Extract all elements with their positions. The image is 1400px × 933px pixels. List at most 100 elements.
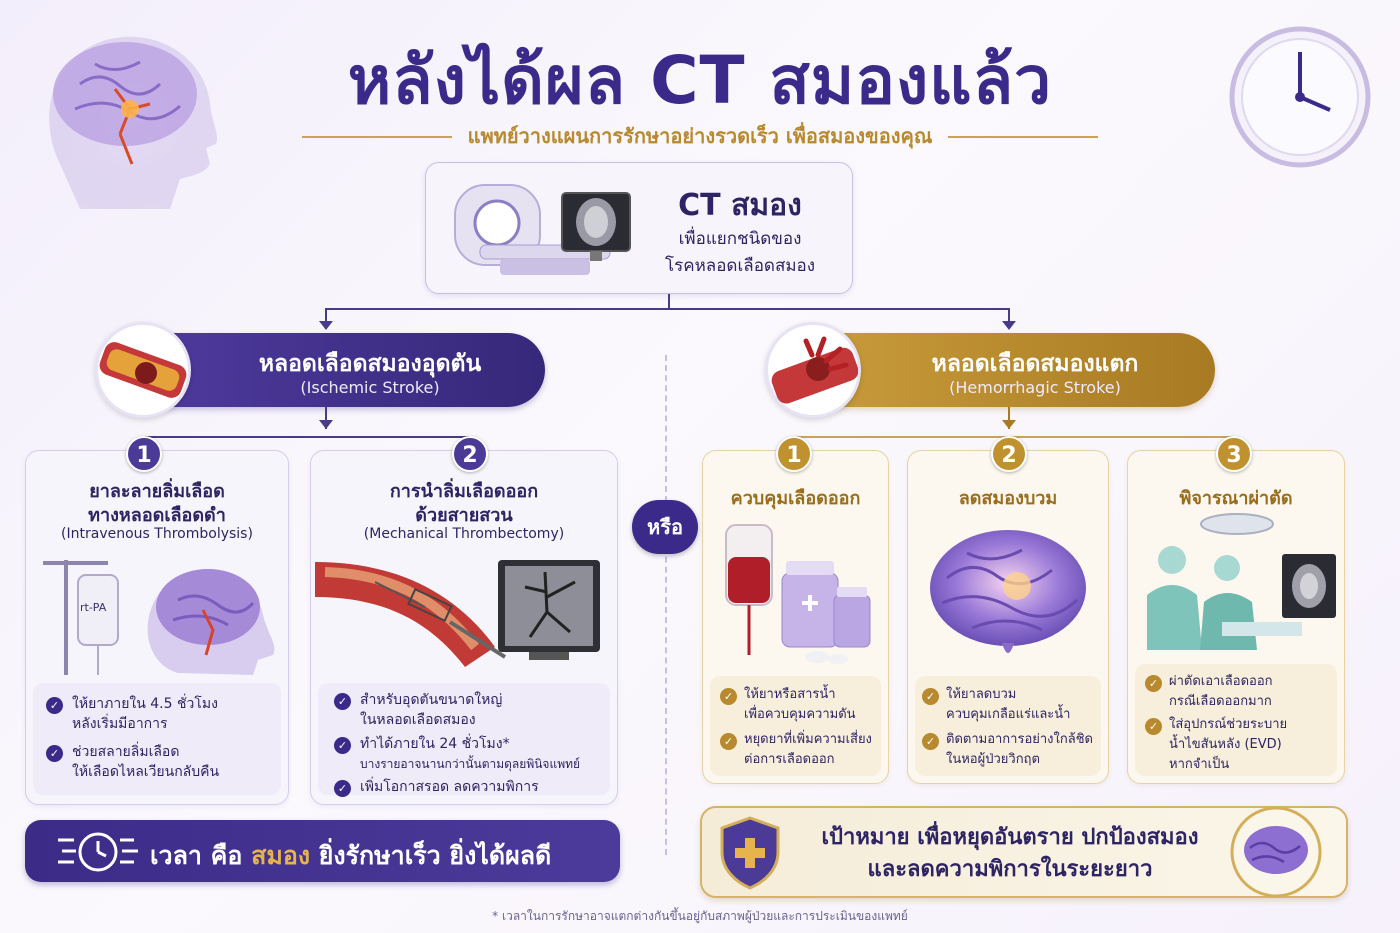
step-number: 2 [991, 436, 1027, 472]
page-title: หลังได้ผล CT สมองแล้ว [347, 42, 1053, 119]
bullet-text: ให้ยาภายใน 4.5 ชั่วโมง หลังเริ่มมีอาการ [72, 694, 218, 734]
bullet-line: ควบคุมเกลือแร่และน้ำ [946, 707, 1071, 722]
thrombectomy-title: การนำลิ่มเลือดออก ด้วยสายสวน [310, 480, 618, 528]
ruptured-vessel-icon [765, 322, 861, 418]
bullet-text: เพิ่มโอกาสรอด ลดความพิการ [360, 779, 539, 795]
arrow-down-icon [1002, 420, 1016, 429]
card-title-line: ด้วยสายสวน [415, 505, 513, 526]
step-number: 1 [776, 436, 812, 472]
connector [325, 407, 327, 429]
card-title-line: ทางหลอดเลือดดำ [88, 505, 226, 526]
bullet-text: ทำได้ภายใน 24 ชั่วโมง* บางรายอาจนานกว่าน… [360, 734, 580, 774]
bullet-line: ใส่อุปกรณ์ช่วยระบาย [1169, 717, 1288, 732]
check-icon: ✓ [334, 780, 351, 797]
banner-text-part: ยิ่งรักษาเร็ว ยิ่งได้ผลดี [310, 841, 552, 870]
goal-line: และลดความพิการในระยะยาว [867, 857, 1153, 882]
time-is-brain-text: เวลา คือ สมอง ยิ่งรักษาเร็ว ยิ่งได้ผลดี [150, 836, 610, 876]
ischemic-header [150, 333, 545, 407]
bullet-text: ช่วยสลายลิ่มเลือด ให้เลือดไหลเวียนกลับคื… [72, 742, 219, 782]
brain-head-illustration [20, 14, 230, 214]
goal-text: เป้าหมาย เพื่อหยุดอันตราย ปกป้องสมอง และ… [790, 822, 1230, 886]
bullet-text: ติดตามอาการอย่างใกล้ชิด ในหอผู้ป่วยวิกฤต [946, 730, 1093, 770]
brain-swelling-bullets [915, 676, 1101, 776]
bullet-line: สำหรับอุดตันขนาดใหญ่ [360, 692, 503, 708]
check-icon: ✓ [720, 733, 737, 750]
step-number: 3 [1216, 436, 1252, 472]
step-number: 2 [452, 436, 488, 472]
surgery-title: พิจารณาผ่าตัด [1179, 488, 1293, 509]
bullet-line: หลังเริ่มมีอาการ [72, 716, 168, 732]
check-icon: ✓ [922, 733, 939, 750]
connector [145, 436, 470, 438]
ct-description: เพื่อแยกชนิดของ โรคหลอดเลือดสมอง [640, 226, 840, 280]
check-icon: ✓ [1145, 718, 1162, 735]
ischemic-subtitle: (Ischemic Stroke) [300, 378, 440, 397]
iv-bag-illustration [38, 555, 288, 677]
arrow-down-icon [319, 321, 333, 330]
arrow-down-icon [319, 420, 333, 429]
shield-icon [718, 816, 782, 890]
surgery-bullets [1135, 664, 1337, 776]
bleeding-control-title: ควบคุมเลือดออก [730, 488, 861, 509]
section-divider [665, 355, 667, 855]
bullet-line: ให้เลือดไหลเวียนกลับคืน [72, 764, 220, 780]
bleeding-control-bullets [710, 676, 881, 776]
check-icon: ✓ [1145, 675, 1162, 692]
step-number: 1 [126, 436, 162, 472]
thrombectomy-bullets [318, 683, 610, 795]
ischemic-title: หลอดเลือดสมองอุดตัน [258, 351, 482, 377]
footnote: * เวลาในการรักษาอาจแตกต่างกันขึ้นอยู่กับ… [492, 909, 908, 923]
bullet-line: บางรายอาจนานกว่านั้นตามดุลยพินิจแพทย์ [360, 757, 581, 771]
bullet-text: ให้ยาหรือสารน้ำ เพื่อควบคุมความดัน [744, 685, 856, 725]
bullet-line: ผ่าตัดเอาเลือดออก [1169, 674, 1273, 689]
bullet-line: ในหลอดเลือดสมอง [360, 712, 476, 728]
bullet-text: หยุดยาที่เพิ่มความเสี่ยง ต่อการเลือดออก [744, 730, 872, 770]
connector [325, 308, 1010, 310]
connector [668, 294, 670, 310]
thrombolysis-title: ยาละลายลิ่มเลือด ทางหลอดเลือดดำ [25, 480, 289, 528]
blocked-vessel-icon [95, 322, 191, 418]
thrombectomy-subtitle: (Mechanical Thrombectomy) [363, 526, 565, 542]
connector [1008, 407, 1010, 429]
blood-bag-medicine-illustration [712, 515, 882, 670]
bullet-line: ทำได้ภายใน 24 ชั่วโมง* [360, 736, 510, 752]
bullet-line: ติดตามอาการอย่างใกล้ชิด [946, 732, 1093, 747]
bullet-line: หากจำเป็น [1169, 757, 1230, 772]
page-subtitle-wrap: แพทย์วางแผนการรักษาอย่างรวดเร็ว เพื่อสมอ… [0, 120, 1400, 152]
bullet-line: ต่อการเลือดออก [744, 752, 835, 767]
hemorrhagic-title: หลอดเลือดสมองแตก [931, 351, 1139, 377]
goal-line: เป้าหมาย เพื่อหยุดอันตราย ปกป้องสมอง [821, 825, 1199, 850]
hemorrhagic-header [830, 333, 1215, 407]
check-icon: ✓ [46, 697, 63, 714]
card-title-line: ยาละลายลิ่มเลือด [89, 481, 225, 502]
card-title-line: การนำลิ่มเลือดออก [389, 481, 539, 502]
bullet-line: ให้ยาลดบวม [946, 687, 1017, 702]
check-icon: ✓ [334, 693, 351, 710]
bullet-text: ผ่าตัดเอาเลือดออก กรณีเลือดออกมาก [1169, 672, 1273, 712]
ct-title: CT สมอง [678, 188, 802, 223]
banner-text-part: เวลา คือ [150, 841, 252, 870]
thrombolysis-subtitle: (Intravenous Thrombolysis) [61, 526, 253, 542]
bullet-line: เพื่อควบคุมความดัน [744, 707, 856, 722]
bullet-line: ให้ยาภายใน 4.5 ชั่วโมง [72, 696, 218, 712]
ct-desc-line1: เพื่อแยกชนิดของ [678, 229, 802, 249]
hemorrhagic-subtitle: (Hemorrhagic Stroke) [949, 378, 1121, 397]
brain-icon [1228, 804, 1324, 900]
check-icon: ✓ [922, 688, 939, 705]
or-badge: หรือ [632, 500, 698, 554]
arrow-down-icon [1002, 321, 1016, 330]
bullet-line: ช่วยสลายลิ่มเลือด [72, 744, 180, 760]
bullet-text: ใส่อุปกรณ์ช่วยระบาย น้ำไขสันหลัง (EVD) ห… [1169, 715, 1287, 775]
connector [1008, 308, 1010, 326]
stopwatch-icon [58, 826, 138, 876]
catheter-illustration [315, 552, 613, 678]
bullet-line: ให้ยาหรือสารน้ำ [744, 687, 836, 702]
bullet-line: ในหอผู้ป่วยวิกฤต [946, 752, 1040, 767]
connector [325, 308, 327, 326]
bullet-text: ให้ยาลดบวม ควบคุมเกลือแร่และน้ำ [946, 685, 1070, 725]
bullet-line: กรณีเลือดออกมาก [1169, 694, 1272, 709]
glowing-brain-icon [922, 518, 1094, 668]
clock-icon [1225, 22, 1375, 172]
brain-swelling-title: ลดสมองบวม [958, 488, 1058, 509]
bullet-line: หยุดยาที่เพิ่มความเสี่ยง [744, 732, 872, 747]
